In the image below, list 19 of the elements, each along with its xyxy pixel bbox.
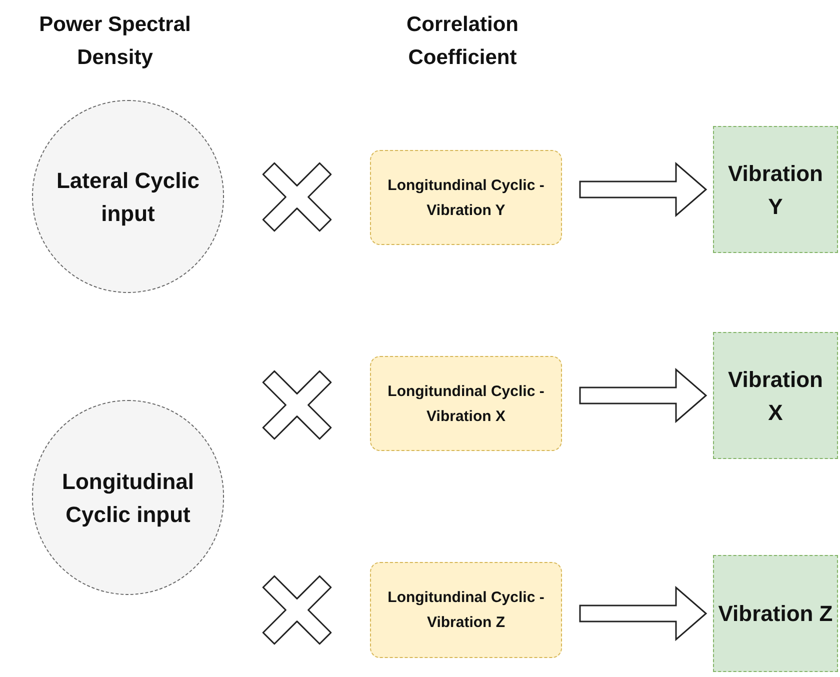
- node-label: Longitudinal Cyclic input: [61, 468, 195, 529]
- output-box: [713, 126, 838, 253]
- node-label: Vibration Y: [727, 160, 824, 220]
- node-label: Vibration X: [727, 366, 824, 426]
- output-box: [713, 332, 838, 459]
- node-label: Longitundinal Cyclic - Vibration Y: [386, 176, 546, 220]
- coefficient-box: [370, 356, 562, 451]
- output-box: [713, 555, 838, 672]
- coefficient-box: [370, 150, 562, 245]
- node-label: Vibration Z: [718, 600, 833, 628]
- column-heading: Correlation Coefficient: [405, 12, 520, 71]
- block-arrow: [579, 586, 708, 642]
- block-arrow: [579, 368, 708, 424]
- node-label: Longitundinal Cyclic - Vibration X: [386, 382, 546, 426]
- coefficient-box: [370, 562, 562, 658]
- node-label: Longitundinal Cyclic - Vibration Z: [386, 588, 546, 633]
- node-label: Lateral Cyclic input: [55, 166, 201, 228]
- block-arrow: [579, 162, 708, 218]
- column-heading: Power Spectral Density: [38, 12, 192, 71]
